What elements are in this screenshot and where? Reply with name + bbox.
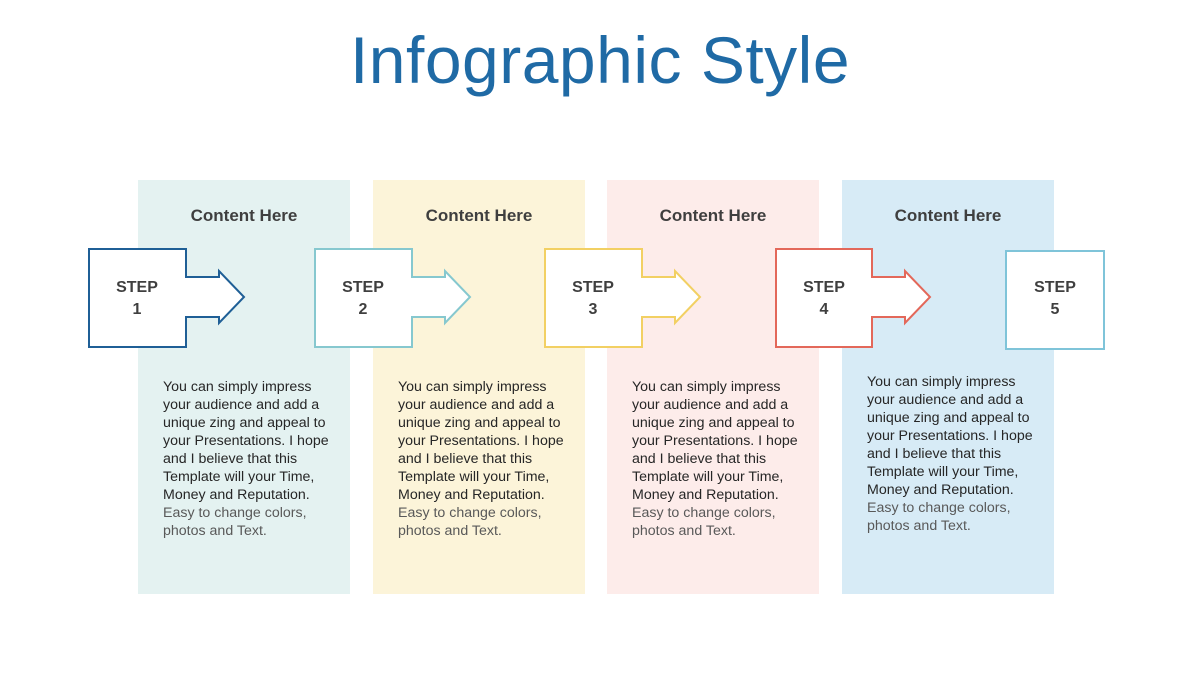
step-2-arrow-box: [314, 248, 472, 348]
panel-body: You can simply impress your audience and…: [867, 373, 1039, 535]
panel-body: You can simply impress your audience and…: [398, 378, 568, 540]
step-2-label: STEP 2: [315, 277, 411, 321]
panel-heading: Content Here: [659, 206, 767, 225]
panel-body-main: You can simply impress your audience and…: [867, 374, 1033, 498]
step-3-arrow-box: [544, 248, 702, 348]
panel-heading: Content Here: [894, 206, 1002, 225]
step-4-arrow-box: [775, 248, 932, 348]
step-4-label: STEP 4: [776, 277, 872, 321]
panel-body-muted: Easy to change colors, photos and Text.: [632, 505, 776, 539]
panel-body-muted: Easy to change colors, photos and Text.: [398, 505, 542, 539]
step-word: STEP: [1034, 279, 1076, 296]
step-number: 3: [588, 301, 598, 318]
step-number: 2: [358, 301, 368, 318]
step-1-arrow-box: [88, 248, 246, 348]
step-word: STEP: [342, 279, 384, 296]
step-5-box: [1005, 250, 1105, 350]
step-word: STEP: [572, 279, 614, 296]
step-1-label: STEP 1: [89, 277, 185, 321]
content-panel-4: Content Here You can simply impress your…: [842, 180, 1054, 594]
step-word: STEP: [116, 279, 158, 296]
panel-body: You can simply impress your audience and…: [163, 378, 333, 540]
panel-heading: Content Here: [190, 206, 298, 225]
step-number: 4: [819, 301, 829, 318]
panel-body-muted: Easy to change colors, photos and Text.: [163, 505, 307, 539]
step-number: 5: [1050, 301, 1060, 318]
panel-body-main: You can simply impress your audience and…: [163, 379, 329, 503]
panel-body-main: You can simply impress your audience and…: [632, 379, 798, 503]
step-3-label: STEP 3: [545, 277, 641, 321]
step-5-label: STEP 5: [1007, 277, 1103, 321]
step-number: 1: [132, 301, 142, 318]
panel-heading: Content Here: [425, 206, 533, 225]
step-word: STEP: [803, 279, 845, 296]
panel-body-muted: Easy to change colors, photos and Text.: [867, 500, 1011, 534]
slide-title: Infographic Style: [349, 23, 851, 97]
panel-body-main: You can simply impress your audience and…: [398, 379, 564, 503]
panel-body: You can simply impress your audience and…: [632, 378, 802, 540]
